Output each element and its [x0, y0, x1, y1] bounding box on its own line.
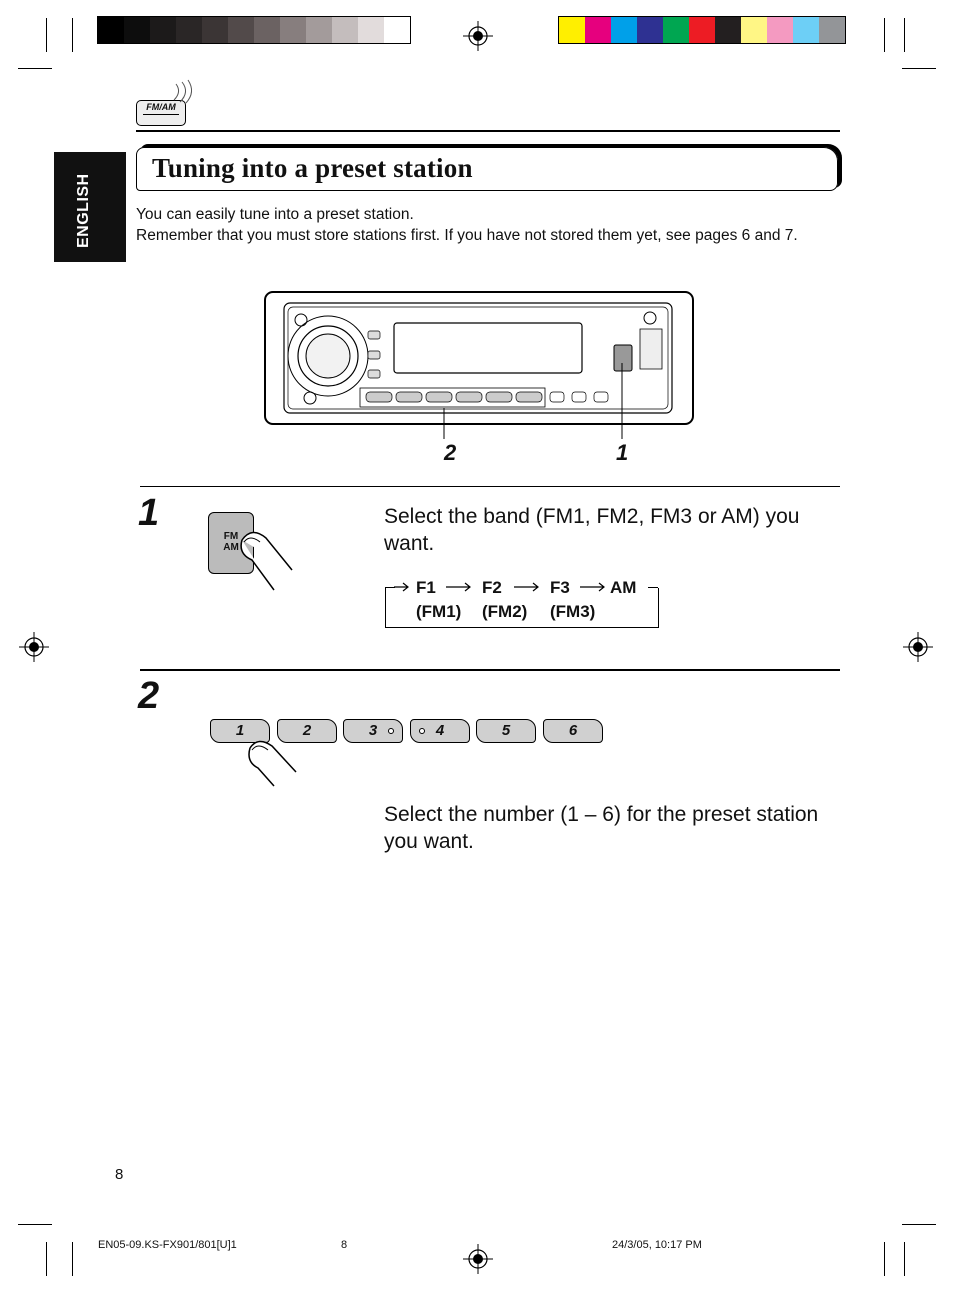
band-code: F1: [416, 578, 436, 597]
radio-waves-icon: [173, 79, 192, 104]
intro-line-1: You can easily tune into a preset statio…: [136, 206, 414, 223]
sequence-loop: [385, 588, 659, 628]
gray-swatch: [358, 17, 384, 43]
step-2-rule: [140, 669, 840, 671]
fm-am-button-label-top: FM: [223, 531, 239, 542]
color-bar: [558, 16, 846, 44]
color-swatch: [585, 17, 611, 43]
preset-button-1: 1: [210, 719, 270, 743]
car-stereo-illustration: [264, 291, 694, 439]
gray-swatch: [124, 17, 150, 43]
registration-target-icon: [19, 632, 49, 662]
band-icon-label: FM/AM: [146, 102, 176, 112]
language-tab-label: ENGLISH: [75, 173, 92, 248]
page-number: 8: [115, 1166, 124, 1183]
color-swatch: [767, 17, 793, 43]
band-code: AM: [610, 578, 637, 597]
preset-button-5: 5: [476, 719, 536, 743]
color-swatch: [819, 17, 845, 43]
gray-swatch: [176, 17, 202, 43]
footer-timestamp: 24/3/05, 10:17 PM: [612, 1239, 702, 1251]
preset-button-2: 2: [277, 719, 337, 743]
step-2-instruction: Select the number (1 – 6) for the preset…: [384, 803, 819, 853]
color-swatch: [559, 17, 585, 43]
step-1-rule: [140, 486, 840, 487]
color-swatch: [663, 17, 689, 43]
color-swatch: [793, 17, 819, 43]
title-frame: [136, 147, 838, 191]
band-code: F2: [482, 578, 502, 597]
band-name: (FM3): [550, 602, 596, 621]
color-swatch: [637, 17, 663, 43]
page-title: Tuning into a preset station: [152, 153, 473, 183]
registration-target-icon: [463, 1244, 493, 1274]
step-1-instruction: Select the band (FM1, FM2, FM3 or AM) yo…: [384, 505, 800, 555]
arrow-icon: [394, 582, 409, 592]
figure-callout-2: 2: [444, 440, 457, 465]
gray-swatch: [202, 17, 228, 43]
gray-swatch: [254, 17, 280, 43]
band-name: (FM2): [482, 602, 528, 621]
step-1-number: 1: [138, 492, 160, 534]
dot-icon: [419, 728, 425, 734]
preset-button-6: 6: [543, 719, 603, 743]
gray-swatch: [332, 17, 358, 43]
arrow-icon: [514, 582, 539, 592]
registration-target-icon: [463, 21, 493, 51]
gray-swatch: [150, 17, 176, 43]
language-tab: [54, 152, 126, 262]
footer-page: 8: [341, 1239, 348, 1251]
gray-swatch: [228, 17, 254, 43]
color-swatch: [715, 17, 741, 43]
arrow-icon: [580, 582, 605, 592]
footer-file-name: EN05-09.KS-FX901/801[U]1: [98, 1239, 237, 1251]
intro-line-2: Remember that you must store stations fi…: [136, 227, 798, 244]
color-swatch: [689, 17, 715, 43]
gray-swatch: [384, 17, 410, 43]
band-code: F3: [550, 578, 570, 597]
color-swatch: [611, 17, 637, 43]
header-rule: [136, 130, 840, 132]
arrow-icon: [446, 582, 471, 592]
dot-icon: [388, 728, 394, 734]
gray-swatch: [306, 17, 332, 43]
fm-am-button: FM AM: [208, 512, 254, 574]
color-swatch: [741, 17, 767, 43]
fm-am-button-label-bottom: AM: [223, 542, 239, 553]
registration-target-icon: [903, 632, 933, 662]
grayscale-bar: [97, 16, 411, 44]
figure-callout-1: 1: [616, 440, 629, 465]
fm-am-band-icon: FM/AM: [136, 100, 186, 126]
preset-button-3: 3: [343, 719, 403, 743]
band-name: (FM1): [416, 602, 462, 621]
gray-swatch: [98, 17, 124, 43]
finger-icon: [240, 531, 293, 591]
finger-icon: [248, 740, 297, 787]
gray-swatch: [280, 17, 306, 43]
step-2-number: 2: [138, 675, 160, 717]
